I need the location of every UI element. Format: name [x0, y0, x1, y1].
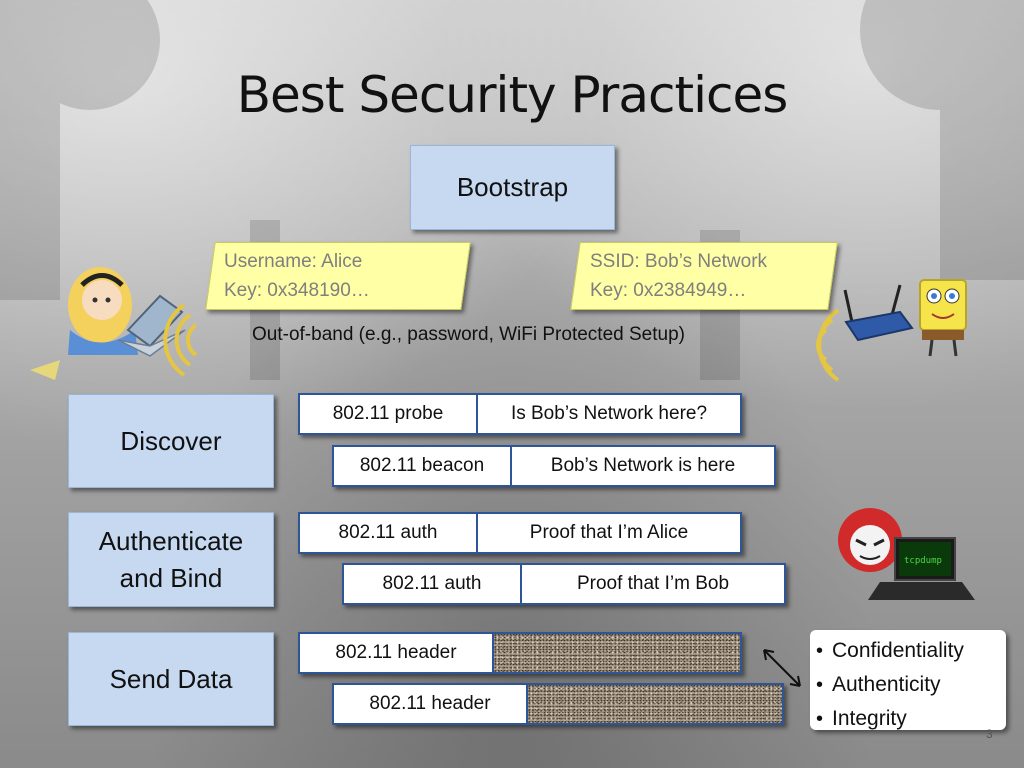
property-item: Confidentiality	[816, 634, 1006, 668]
stage-discover: Discover	[68, 394, 274, 488]
frame-type: 802.11 beacon	[332, 445, 512, 487]
bob-icon	[919, 279, 967, 357]
alice-icon	[68, 267, 138, 355]
frame-type: 802.11 header	[298, 632, 494, 674]
laptop-screen-text: tcpdump	[904, 556, 942, 566]
frame-type: 802.11 probe	[298, 393, 478, 435]
encrypted-payload	[528, 683, 784, 725]
stage-label: Bootstrap	[456, 172, 569, 203]
slide-title: Best Security Practices	[236, 66, 789, 124]
out-of-band-label: Out-of-band (e.g., password, WiFi Protec…	[252, 324, 685, 345]
security-properties-box: Confidentiality Authenticity Integrity	[810, 630, 1006, 736]
property-item: Authenticity	[816, 668, 1006, 702]
stage-label: Send Data	[109, 663, 233, 694]
frame-content: Is Bob’s Network here?	[478, 393, 742, 435]
bob-key: Key: 0x2384949…	[590, 280, 747, 301]
attacker-laptop-icon: tcpdump	[868, 537, 975, 600]
bob-credentials-text: SSID: Bob’s Network Key: 0x2384949…	[590, 247, 767, 305]
laptop-icon	[117, 294, 186, 357]
encrypted-payload	[494, 632, 742, 674]
signal-waves-icon	[163, 303, 198, 377]
alice-key: Key: 0x348190…	[224, 280, 370, 301]
alice-credentials-text: Username: Alice Key: 0x348190…	[224, 247, 370, 305]
stage-authenticate: Authenticate and Bind	[68, 512, 274, 607]
message-data-2: 802.11 header	[332, 683, 784, 725]
frame-type: 802.11 header	[332, 683, 528, 725]
frame-type: 802.11 auth	[298, 512, 478, 554]
alice-username: Username: Alice	[224, 251, 363, 272]
stage-label-line2: and Bind	[119, 562, 223, 593]
security-properties-list: Confidentiality Authenticity Integrity	[810, 630, 1006, 736]
signal-waves-icon	[816, 308, 840, 382]
message-auth-bob: 802.11 auth Proof that I’m Bob	[342, 563, 786, 605]
stage-label-line1: Authenticate	[98, 526, 244, 557]
stage-bootstrap: Bootstrap	[410, 145, 615, 230]
stage-label: Discover	[120, 425, 222, 456]
bob-ssid: SSID: Bob’s Network	[590, 251, 768, 272]
page-number: 3	[986, 727, 993, 741]
property-item: Integrity	[816, 702, 1006, 736]
arrow-left-icon	[30, 360, 60, 380]
message-probe: 802.11 probe Is Bob’s Network here?	[298, 393, 742, 435]
frame-type: 802.11 auth	[342, 563, 522, 605]
attacker-icon	[838, 508, 902, 572]
double-arrow-icon	[763, 649, 801, 687]
frame-content: Proof that I’m Bob	[522, 563, 786, 605]
stage-send-data: Send Data	[68, 632, 274, 726]
router-icon	[843, 284, 914, 342]
message-beacon: 802.11 beacon Bob’s Network is here	[332, 445, 776, 487]
frame-content: Proof that I’m Alice	[478, 512, 742, 554]
message-auth-alice: 802.11 auth Proof that I’m Alice	[298, 512, 742, 554]
message-data-1: 802.11 header	[298, 632, 742, 674]
frame-content: Bob’s Network is here	[512, 445, 776, 487]
